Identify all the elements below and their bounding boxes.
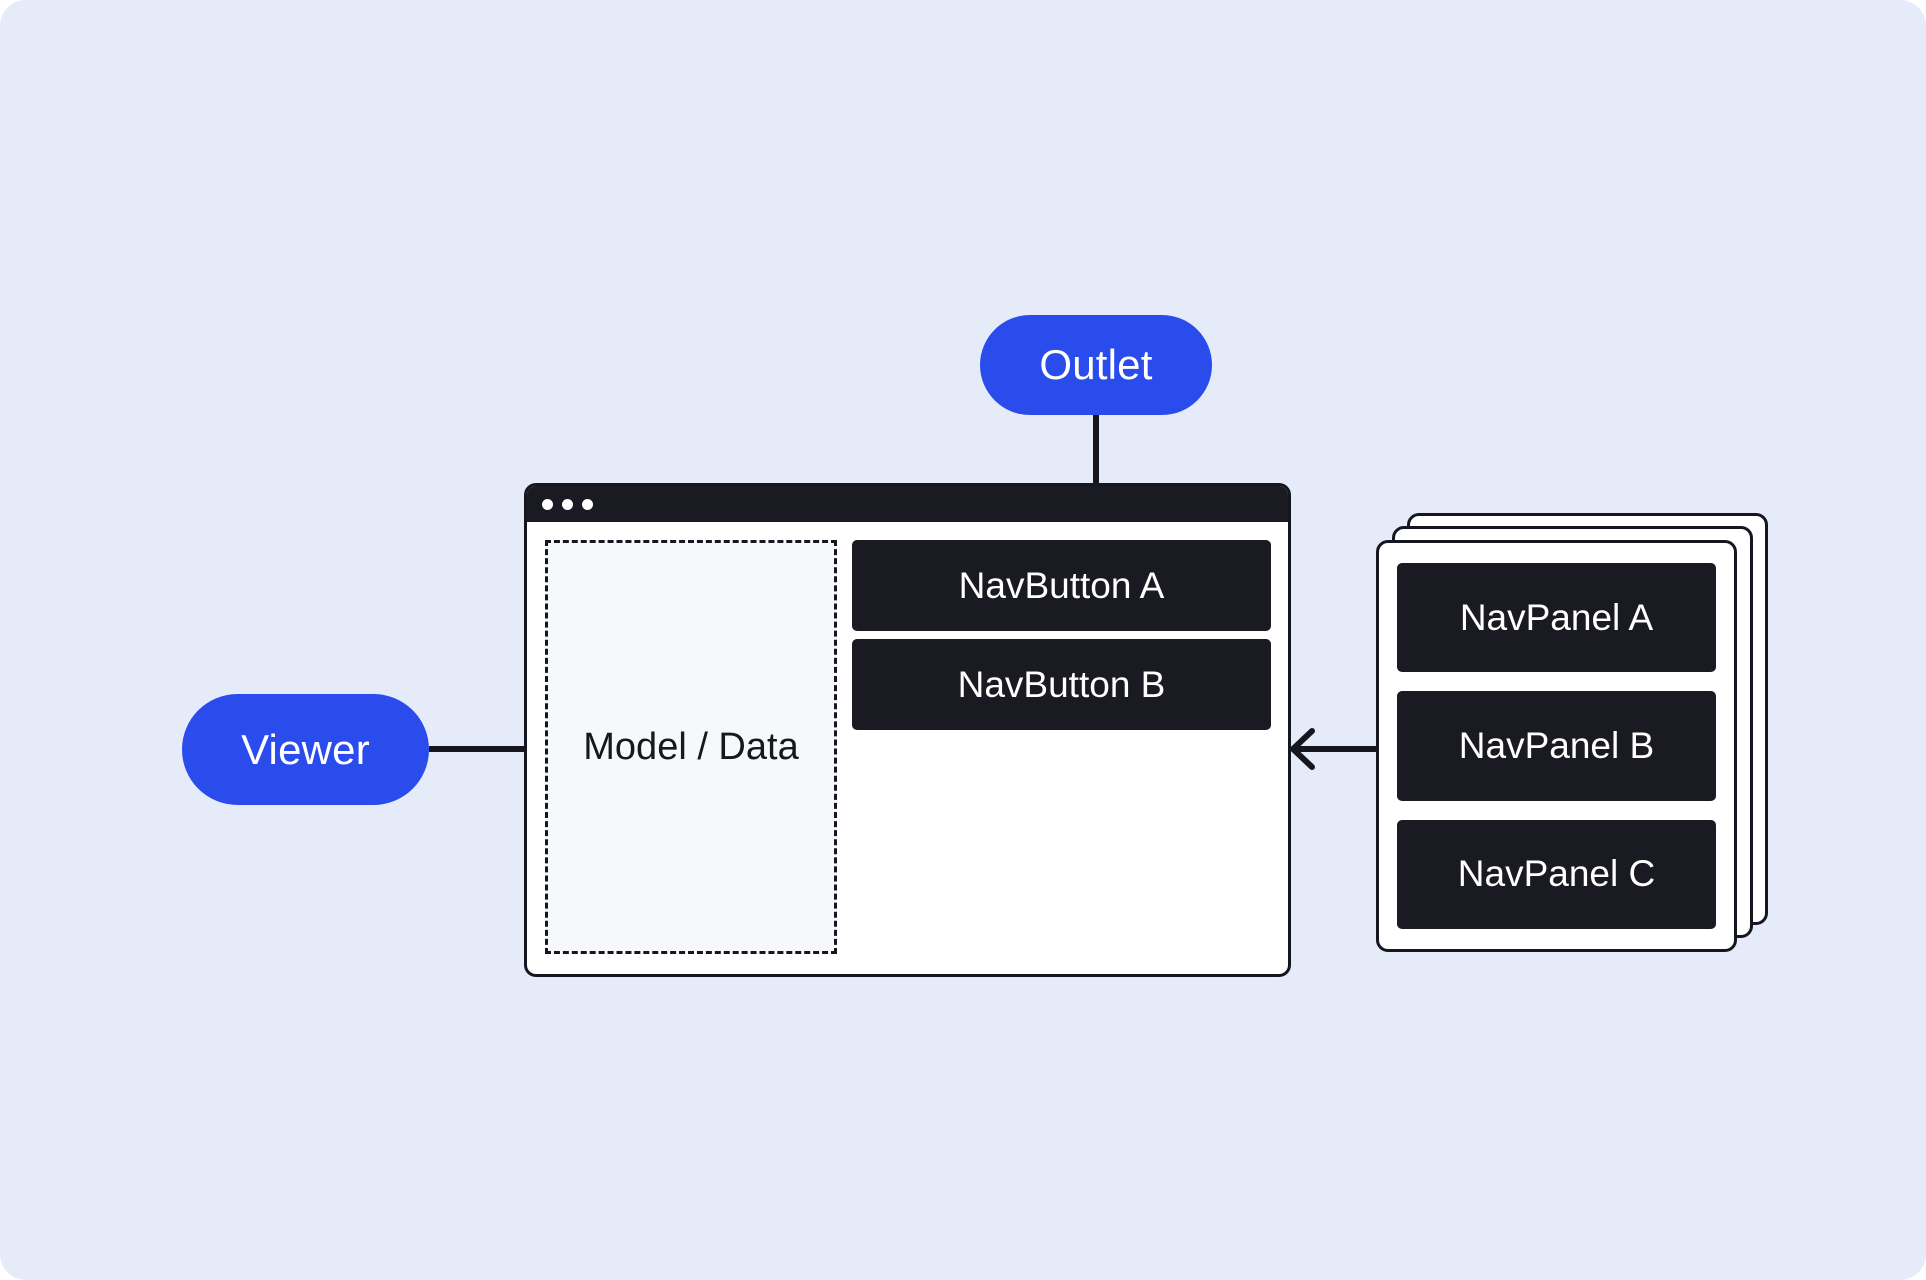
nav-panel-a[interactable]: NavPanel A xyxy=(1397,563,1716,673)
browser-titlebar xyxy=(527,486,1288,522)
node-viewer-label: Viewer xyxy=(241,725,370,773)
window-dot-close-icon[interactable] xyxy=(542,498,553,510)
model-data-label: Model / Data xyxy=(583,725,799,768)
stack-card-front: NavPanel A NavPanel B NavPanel C xyxy=(1376,540,1737,952)
window-dot-maximize-icon[interactable] xyxy=(582,498,593,510)
nav-panel-stack: NavPanel A NavPanel B NavPanel C xyxy=(1376,513,1768,953)
model-data-region: Model / Data xyxy=(545,540,837,954)
nav-button-b[interactable]: NavButton B xyxy=(852,639,1271,730)
nav-button-b-label: NavButton B xyxy=(957,663,1166,705)
nav-button-a[interactable]: NavButton A xyxy=(852,540,1271,631)
node-outlet-label: Outlet xyxy=(1039,341,1153,388)
nav-panel-b-label: NavPanel B xyxy=(1458,724,1655,766)
nav-button-a-label: NavButton A xyxy=(958,564,1165,606)
browser-window: Model / Data NavButton A NavButton B xyxy=(524,483,1291,977)
nav-panel-c-label: NavPanel C xyxy=(1457,853,1656,895)
node-viewer[interactable]: Viewer xyxy=(182,694,429,805)
nav-panel-c[interactable]: NavPanel C xyxy=(1397,819,1716,929)
browser-content-area: Model / Data NavButton A NavButton B xyxy=(527,522,1288,974)
node-outlet[interactable]: Outlet xyxy=(980,315,1212,415)
nav-button-column: NavButton A NavButton B xyxy=(852,540,1271,954)
nav-panel-b[interactable]: NavPanel B xyxy=(1397,691,1716,801)
nav-panel-a-label: NavPanel A xyxy=(1459,596,1654,638)
window-dot-minimize-icon[interactable] xyxy=(562,498,573,510)
arrowhead-left-icon xyxy=(1290,728,1315,770)
